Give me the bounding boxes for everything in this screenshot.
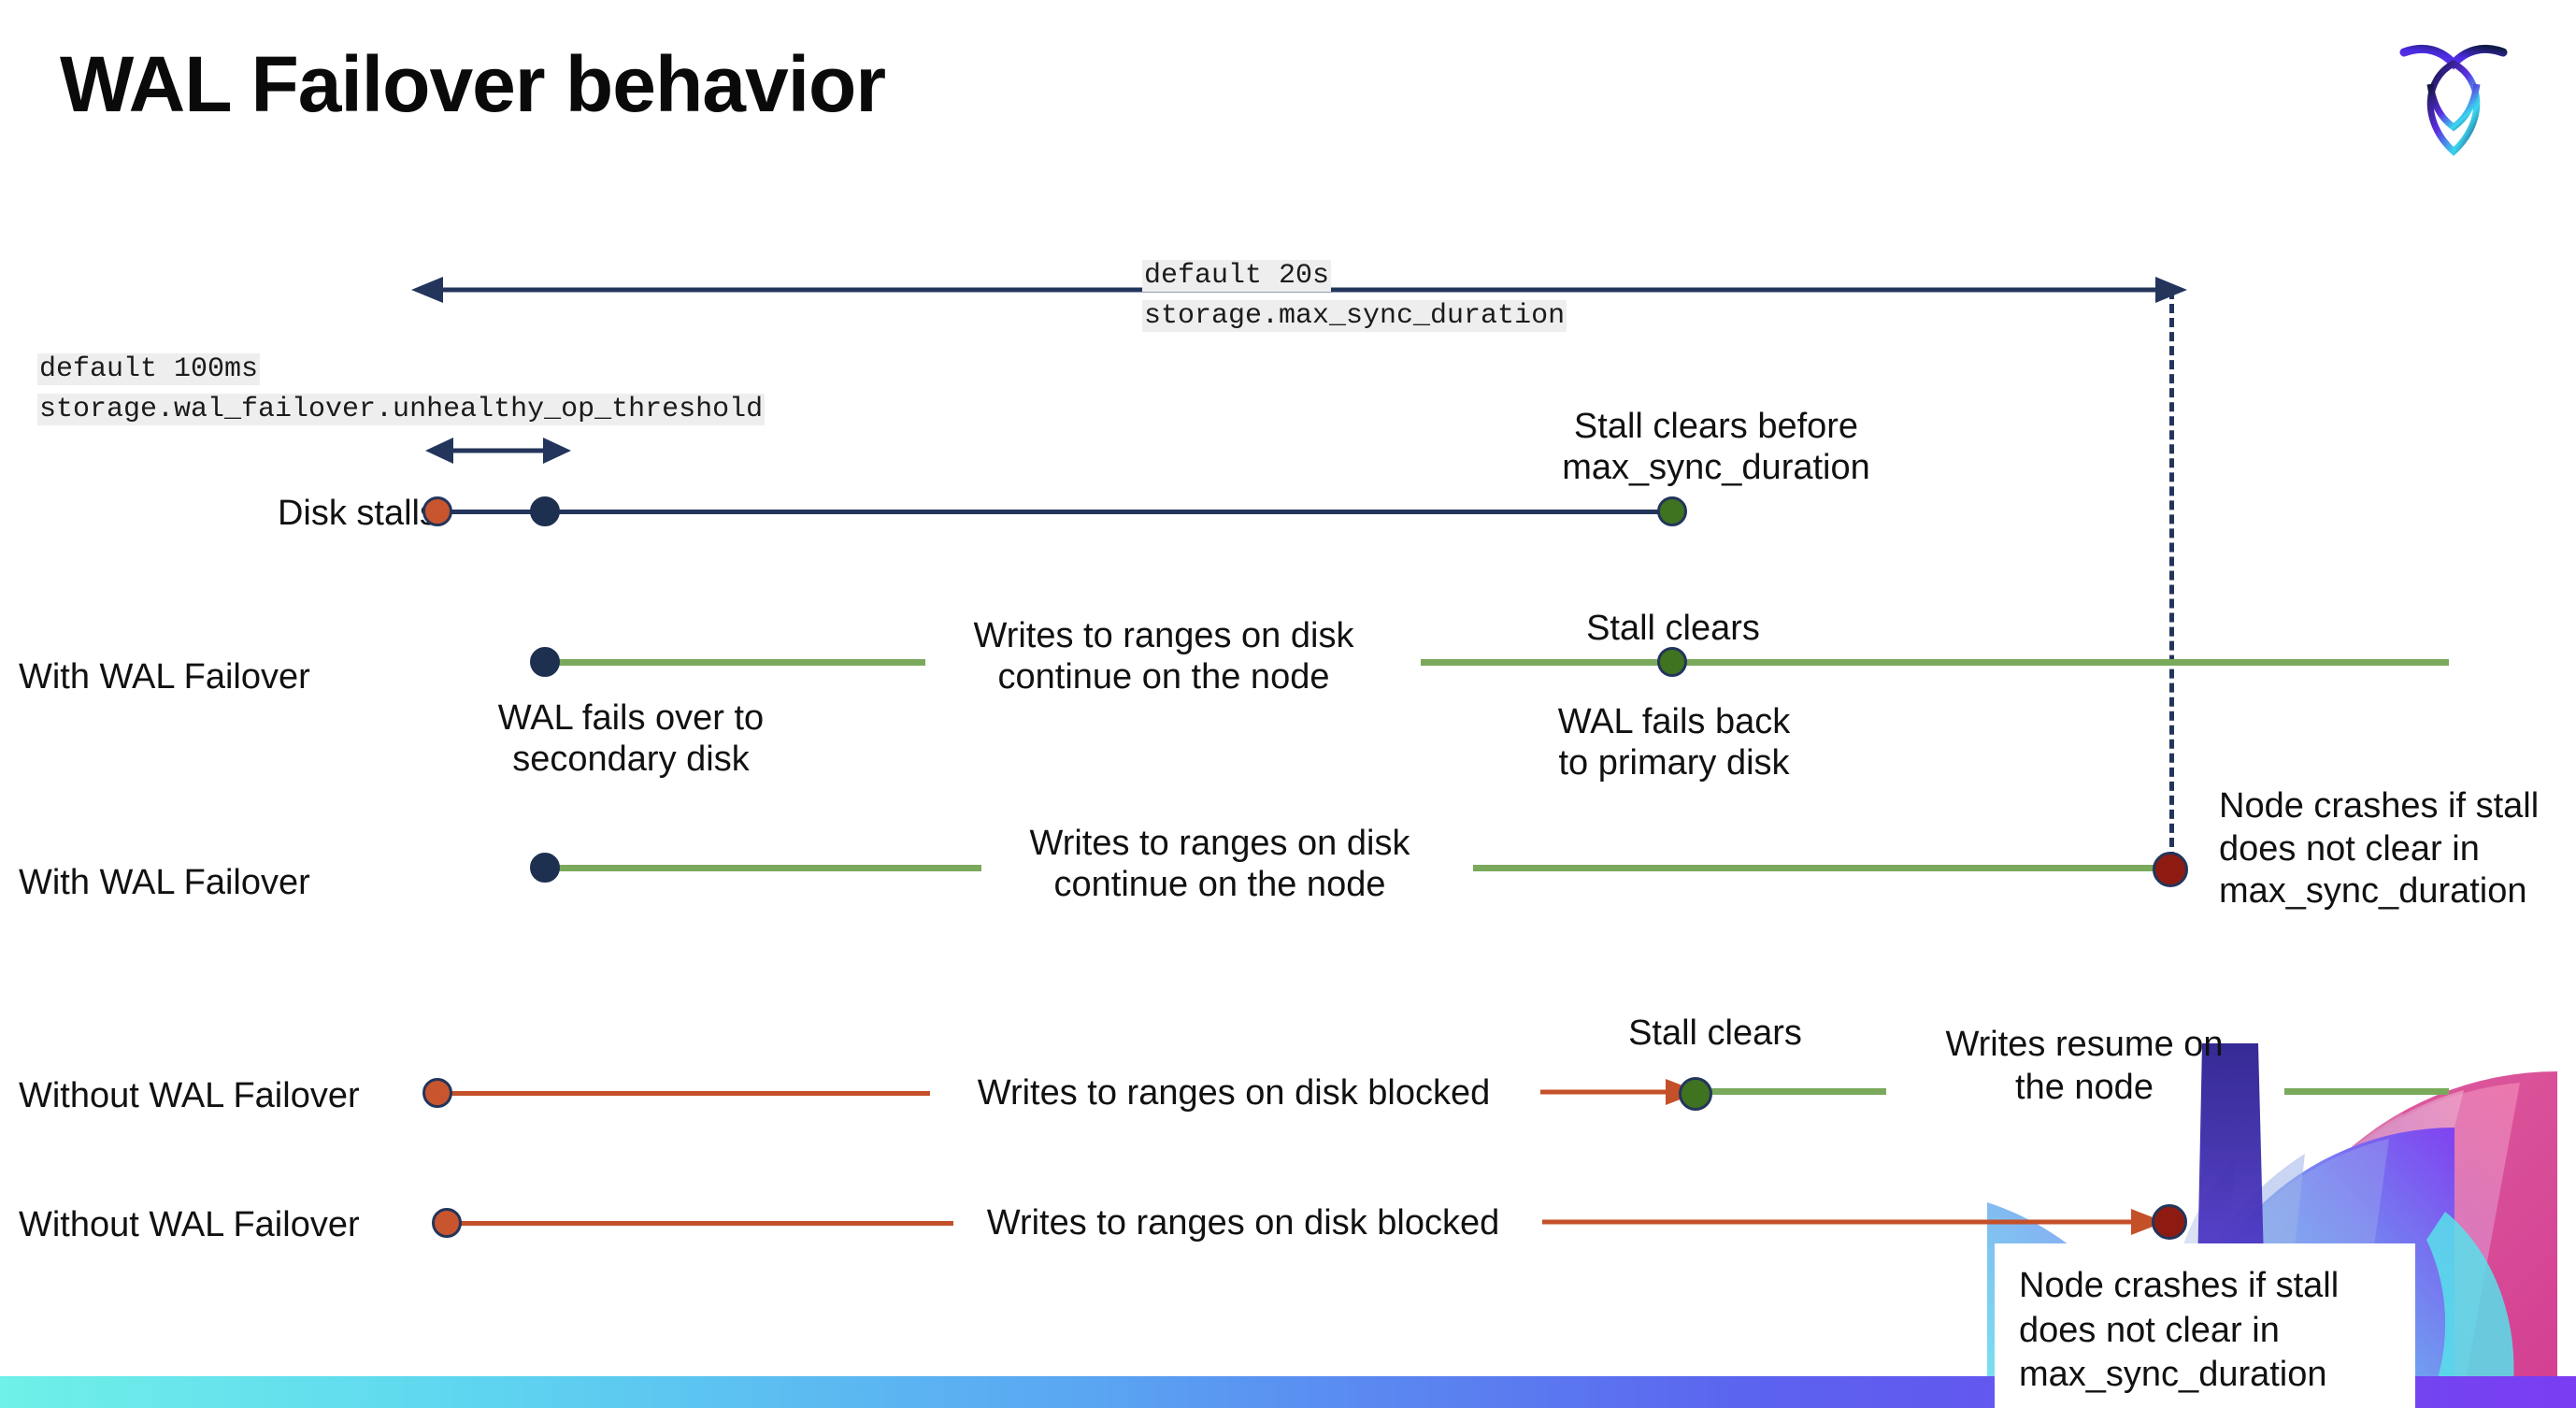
annotation-storage-wal-failover-unhealthy-op-threshold: storage.wal_failover.unhealthy_op_thresh… — [37, 393, 766, 425]
note-line-2: does not clear in — [2019, 1310, 2280, 1350]
note-line-3: max_sync_duration — [2019, 1355, 2327, 1394]
note-node-crashes-top: Node crashes if stall does not clear in … — [2219, 785, 2574, 913]
with-wal-failover-2-segment-right — [1473, 865, 2172, 871]
without-wal-failover-2-blocked-line — [458, 1221, 953, 1226]
annotation-storage-max-sync-duration: storage.max_sync_duration — [1142, 299, 1567, 332]
unhealthy-op-threshold-span-arrow — [425, 438, 571, 464]
note-line-1: Node crashes if stall — [2019, 1266, 2340, 1305]
with-wal-failover-1-stall-clears-dot — [1657, 647, 1687, 677]
note-line-1: Writes resume on — [1945, 1025, 2224, 1064]
row-label-without-wal-failover-2: Without WAL Failover — [19, 1205, 360, 1244]
without-wal-failover-1-blocked-arrow — [1540, 1079, 1699, 1105]
note-line-1: Stall clears before — [1573, 407, 1859, 446]
annotation-default-100ms: default 100ms — [37, 353, 261, 385]
row-label-without-wal-failover-1: Without WAL Failover — [19, 1076, 360, 1115]
note-line-1: Writes to ranges on disk blocked — [986, 1203, 1500, 1243]
note-wal-fails-over-to-secondary-disk: WAL fails over to secondary disk — [458, 697, 804, 780]
note-line-1: Node crashes if stall — [2219, 786, 2540, 826]
note-line-2: continue on the node — [997, 657, 1330, 697]
note-node-crashes-bottom: Node crashes if stall does not clear in … — [2019, 1264, 2411, 1398]
note-line-1: WAL fails over to — [497, 698, 765, 738]
with-wal-failover-2-segment-left — [542, 865, 981, 871]
note-wal-fails-back-to-primary-disk: WAL fails back to primary disk — [1510, 701, 1838, 783]
without-wal-failover-2-blocked-arrow — [1542, 1209, 2165, 1235]
without-wal-failover-1-blocked-line — [449, 1091, 930, 1096]
with-wal-failover-1-start-dot — [530, 647, 560, 677]
note-line-3: max_sync_duration — [2219, 871, 2527, 912]
note-writes-blocked-1: Writes to ranges on disk blocked — [944, 1072, 1524, 1113]
note-line-1: Writes to ranges on disk blocked — [977, 1073, 1491, 1113]
annotation-default-20s: default 20s — [1142, 260, 1332, 292]
note-line-1: Writes to ranges on disk — [973, 616, 1354, 655]
wal-failover-trigger-dot — [530, 496, 560, 526]
note-stall-clears-2: Stall clears — [1561, 1013, 1869, 1054]
without-wal-failover-1-start-dot — [422, 1078, 452, 1108]
disk-stall-start-dot — [422, 496, 452, 526]
without-wal-failover-2-node-crash-dot — [2152, 1204, 2187, 1240]
without-wal-failover-2-start-dot — [432, 1208, 462, 1238]
max-sync-duration-annotation: default 20s storage.max_sync_duration — [1142, 256, 1567, 336]
disk-stall-cleared-dot — [1657, 496, 1687, 526]
note-stall-clears-1: Stall clears — [1514, 608, 1832, 649]
row-label-with-wal-failover-2: With WAL Failover — [19, 863, 310, 902]
without-wal-failover-1-resume-segment-right — [2284, 1088, 2449, 1095]
max-sync-duration-guide-line — [2169, 290, 2174, 875]
disk-stalls-timeline — [437, 510, 1673, 514]
note-line-1: Stall clears — [1628, 1013, 1802, 1053]
note-line-2: secondary disk — [512, 740, 750, 780]
note-line-1: Stall clears — [1586, 609, 1760, 648]
note-writes-resume-on-the-node: Writes resume on the node — [1925, 1024, 2243, 1109]
note-line-2: max_sync_duration — [1562, 448, 1870, 488]
note-line-2: the node — [2015, 1067, 2154, 1107]
note-stall-clears-before-max-sync-duration: Stall clears before max_sync_duration — [1529, 406, 1903, 488]
row-label-disk-stalls: Disk stalls — [277, 494, 437, 533]
cockroachdb-logo — [2399, 45, 2508, 156]
unhealthy-op-threshold-annotation: default 100ms storage.wal_failover.unhea… — [37, 350, 766, 429]
with-wal-failover-1-segment-right — [1421, 659, 2449, 666]
with-wal-failover-1-segment-left — [542, 659, 925, 666]
page-title: WAL Failover behavior — [60, 40, 886, 128]
without-wal-failover-1-resume-segment — [1696, 1088, 1886, 1095]
note-writes-blocked-2: Writes to ranges on disk blocked — [953, 1202, 1533, 1243]
note-line-2: to primary disk — [1558, 743, 1790, 783]
note-writes-continue-on-node-1: Writes to ranges on disk continue on the… — [944, 615, 1383, 697]
row-label-with-wal-failover-1: With WAL Failover — [19, 657, 310, 697]
note-line-2: continue on the node — [1053, 865, 1386, 905]
without-wal-failover-1-stall-clears-dot — [1679, 1077, 1712, 1111]
note-line-1: WAL fails back — [1557, 702, 1791, 741]
note-writes-continue-on-node-2: Writes to ranges on disk continue on the… — [1000, 823, 1439, 905]
note-line-1: Writes to ranges on disk — [1029, 824, 1410, 863]
with-wal-failover-2-node-crash-dot — [2153, 852, 2188, 887]
note-line-2: does not clear in — [2219, 828, 2480, 869]
node-crash-callout-box — [1995, 1243, 2415, 1408]
with-wal-failover-2-start-dot — [530, 853, 560, 883]
